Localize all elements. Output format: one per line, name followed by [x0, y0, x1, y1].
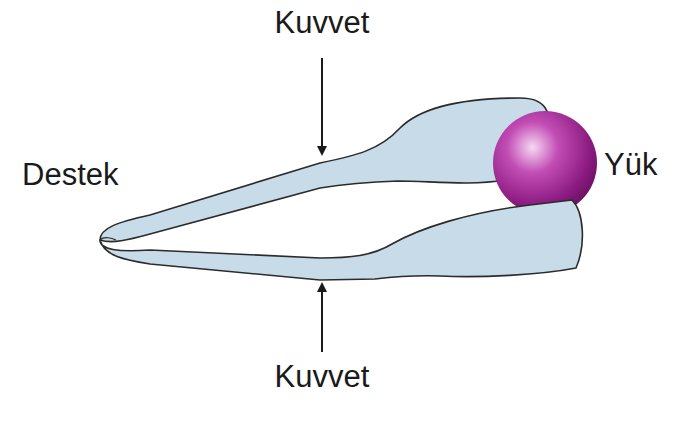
force-arrow-bottom: [321, 284, 323, 352]
load-label: Yük: [604, 148, 657, 182]
load-ball: [493, 111, 597, 215]
force-label: Kuvvet: [275, 360, 370, 394]
hinge-fold: [100, 238, 116, 240]
lower-arm: [100, 200, 582, 280]
fulcrum-label: Destek: [22, 158, 118, 192]
force-label: Kuvvet: [275, 6, 370, 40]
force-arrow-top: [321, 58, 323, 154]
